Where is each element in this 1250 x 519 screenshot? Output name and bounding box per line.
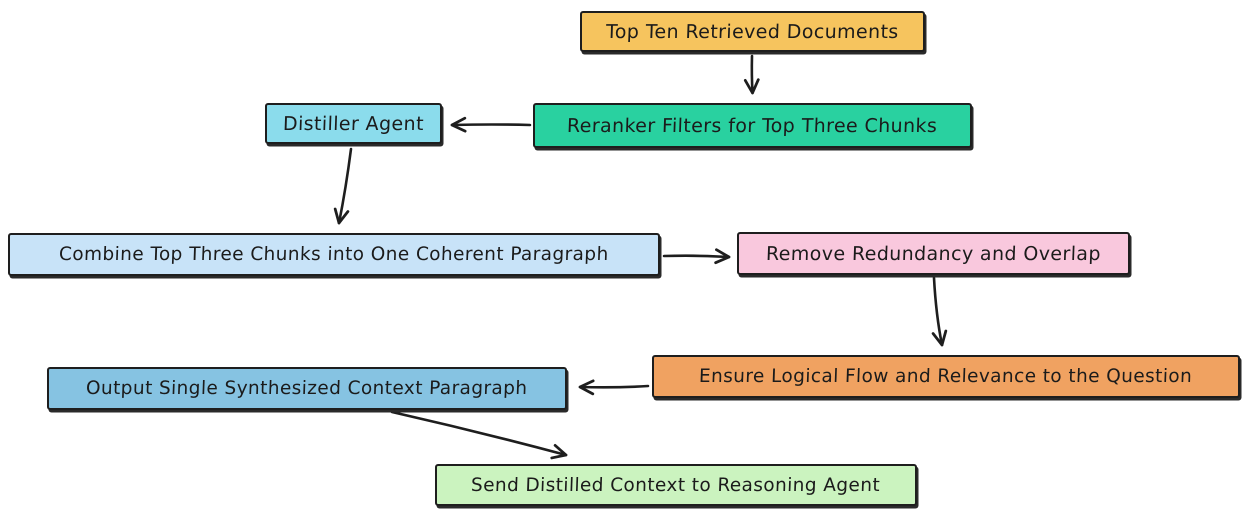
- node-label: Output Single Synthesized Context Paragr…: [85, 378, 529, 399]
- node-remove-redundancy: Remove Redundancy and Overlap: [737, 232, 1130, 275]
- arrow-ensure-flow-to-output: [578, 379, 650, 396]
- arrow-distiller-to-combine: [333, 147, 353, 225]
- node-label: Send Distilled Context to Reasoning Agen…: [471, 474, 881, 496]
- node-label: Reranker Filters for Top Three Chunks: [567, 114, 938, 137]
- node-send-distilled-context: Send Distilled Context to Reasoning Agen…: [435, 464, 917, 506]
- node-combine-chunks: Combine Top Three Chunks into One Cohere…: [8, 233, 660, 276]
- node-label: Top Ten Retrieved Documents: [605, 20, 900, 43]
- arrow-remove-redundancy-to-ensure-flow: [931, 276, 948, 347]
- node-reranker-filters: Reranker Filters for Top Three Chunks: [533, 103, 972, 148]
- arrow-output-to-send-distilled: [390, 410, 568, 460]
- arrow-reranker-to-distiller: [450, 116, 532, 133]
- node-top-ten-retrieved-documents: Top Ten Retrieved Documents: [580, 11, 925, 52]
- node-ensure-logical-flow: Ensure Logical Flow and Relevance to the…: [652, 355, 1240, 398]
- arrow-top-ten-to-reranker: [743, 54, 760, 95]
- node-distiller-agent: Distiller Agent: [265, 103, 442, 144]
- node-label: Ensure Logical Flow and Relevance to the…: [699, 366, 1193, 387]
- arrow-combine-to-remove-redundancy: [662, 248, 731, 265]
- node-output-context-paragraph: Output Single Synthesized Context Paragr…: [47, 367, 567, 410]
- node-label: Distiller Agent: [282, 112, 425, 135]
- node-label: Remove Redundancy and Overlap: [765, 242, 1102, 265]
- node-label: Combine Top Three Chunks into One Cohere…: [58, 244, 610, 265]
